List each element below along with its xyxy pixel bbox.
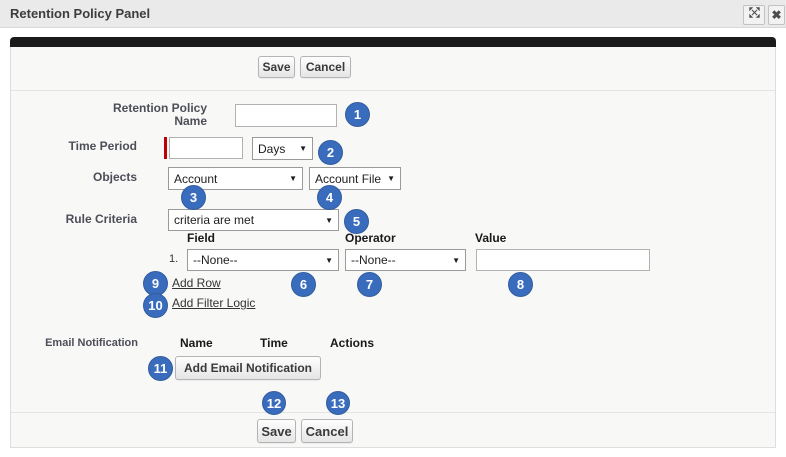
add-filter-logic-link[interactable]: Add Filter Logic: [172, 296, 256, 310]
filter-field-select[interactable]: --None-- ▼: [187, 249, 339, 271]
title-bar: Retention Policy Panel ✖: [0, 0, 786, 28]
annotation-badge-8: 8: [508, 272, 533, 297]
annotation-badge-2: 2: [318, 140, 343, 165]
time-period-label: Time Period: [68, 139, 137, 153]
annotation-badge-12: 12: [262, 391, 286, 415]
filter-value-input[interactable]: [476, 249, 650, 271]
retention-policy-name-label: Retention Policy Name: [112, 101, 207, 128]
add-row-link[interactable]: Add Row: [172, 276, 221, 290]
column-header-value: Value: [475, 231, 507, 245]
filter-row-number: 1.: [169, 253, 179, 265]
cancel-button-top[interactable]: Cancel: [300, 56, 351, 78]
annotation-badge-10: 10: [143, 293, 168, 318]
objects-label: Objects: [92, 170, 137, 184]
panel-header-bar: [10, 37, 776, 47]
save-button-top[interactable]: Save: [258, 56, 295, 78]
time-period-input[interactable]: [169, 137, 243, 159]
object-file-select[interactable]: Account File ▼: [309, 167, 401, 190]
column-header-field: Field: [187, 231, 216, 245]
required-indicator: [164, 137, 167, 159]
filter-operator-select[interactable]: --None-- ▼: [345, 249, 466, 271]
save-button-bottom[interactable]: Save: [257, 419, 296, 443]
time-period-unit-select[interactable]: Days ▼: [252, 137, 313, 160]
rule-criteria-select[interactable]: criteria are met ▼: [168, 209, 339, 231]
annotation-badge-9: 9: [143, 271, 168, 296]
close-button[interactable]: ✖: [768, 5, 785, 25]
objects-select[interactable]: Account ▼: [168, 167, 303, 190]
panel-body: [10, 47, 776, 448]
column-header-time: Time: [260, 336, 288, 350]
cancel-button-bottom[interactable]: Cancel: [301, 419, 353, 443]
section-divider-top: [11, 90, 775, 91]
chevron-down-icon: ▼: [325, 215, 333, 225]
annotation-badge-5: 5: [344, 209, 369, 234]
annotation-badge-11: 11: [148, 356, 173, 381]
page-title: Retention Policy Panel: [10, 6, 151, 21]
annotation-badge-1: 1: [345, 102, 370, 127]
column-header-name: Name: [180, 336, 213, 350]
chevron-down-icon: ▼: [387, 174, 395, 183]
email-notification-label: Email Notification: [45, 337, 138, 349]
annotation-badge-13: 13: [326, 391, 350, 415]
chevron-down-icon: ▼: [299, 144, 307, 153]
chevron-down-icon: ▼: [289, 174, 297, 183]
rule-criteria-label: Rule Criteria: [65, 212, 137, 226]
column-header-operator: Operator: [345, 231, 396, 245]
annotation-badge-6: 6: [291, 272, 316, 297]
section-divider-bottom: [11, 412, 775, 413]
expand-icon: [748, 6, 761, 24]
chevron-down-icon: ▼: [452, 255, 460, 265]
annotation-badge-3: 3: [181, 185, 206, 210]
add-email-notification-button[interactable]: Add Email Notification: [175, 356, 321, 380]
chevron-down-icon: ▼: [325, 255, 333, 265]
retention-policy-name-input[interactable]: [235, 104, 337, 127]
annotation-badge-7: 7: [357, 272, 382, 297]
annotation-badge-4: 4: [317, 185, 342, 210]
close-icon: ✖: [771, 8, 782, 22]
column-header-actions: Actions: [330, 336, 375, 350]
expand-button[interactable]: [743, 5, 765, 25]
